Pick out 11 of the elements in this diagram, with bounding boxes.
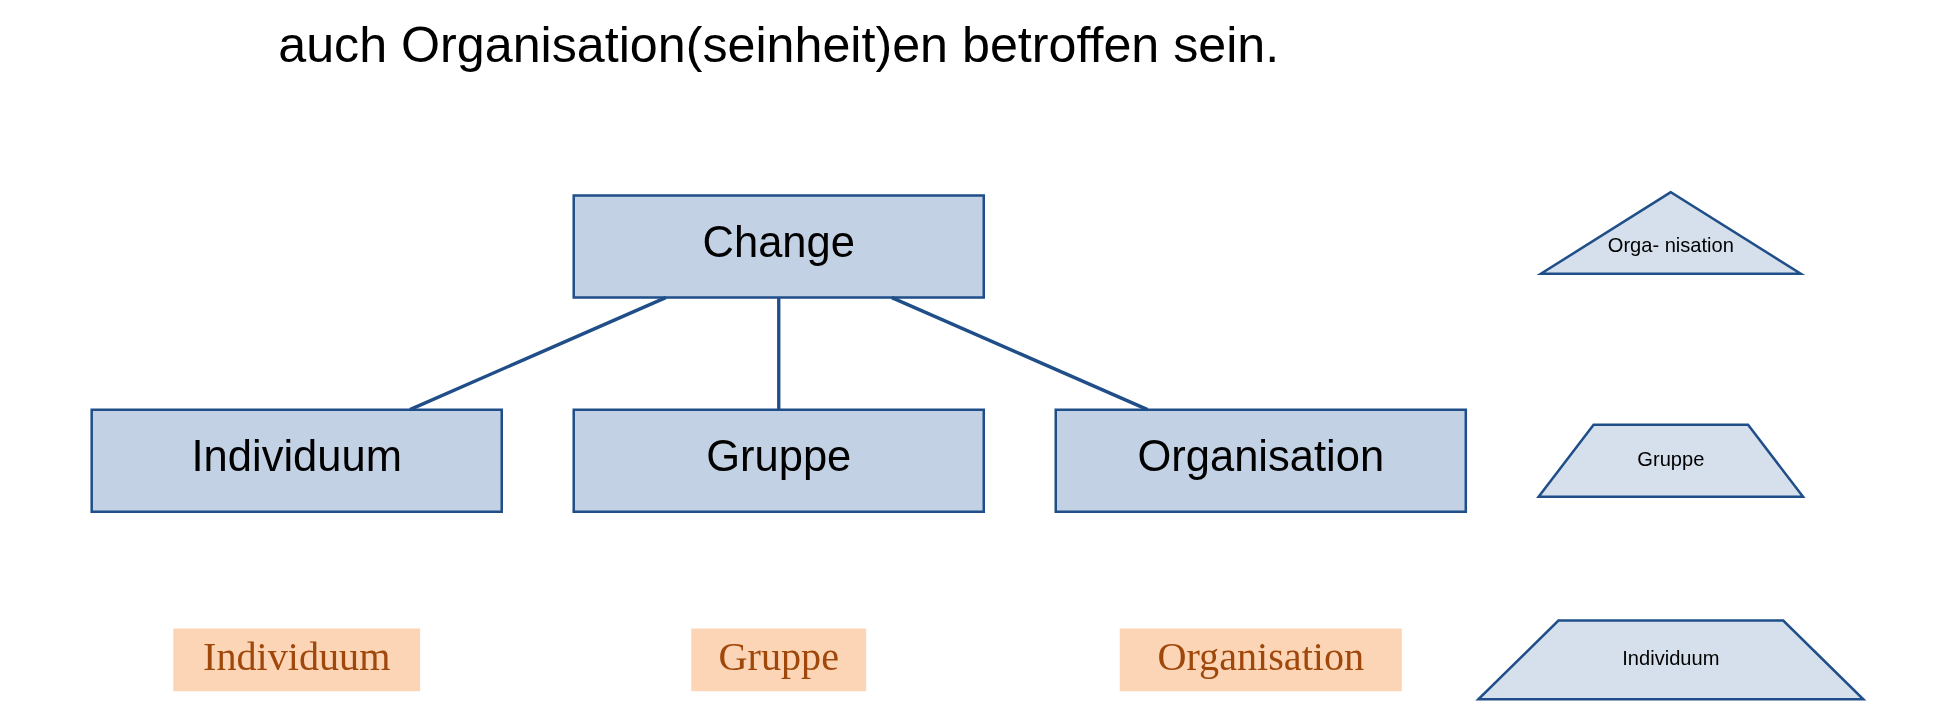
node-box: Individuum [89,408,503,514]
node-box: Gruppe [571,408,985,514]
label: auch Organisation(seinheit)en betroffen sein. [277,16,1279,73]
connector [890,296,1148,412]
label: Individuum [202,634,390,680]
node-box: Organisation [1054,408,1467,514]
connector [776,297,780,410]
connector [408,296,666,412]
label: Gruppe [718,634,839,680]
node-box: Change [571,194,985,299]
label: Organisation [1156,634,1364,680]
